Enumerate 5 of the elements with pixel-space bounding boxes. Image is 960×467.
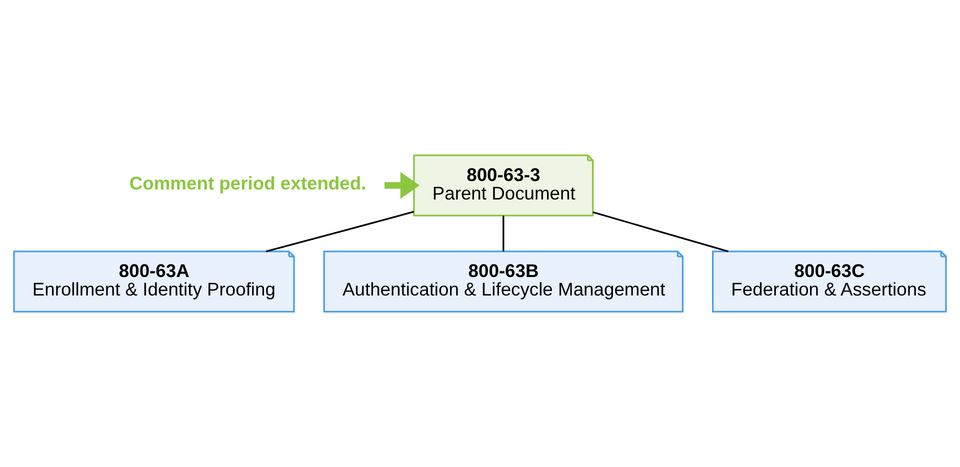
node-text: Comment period extended. bbox=[129, 172, 366, 194]
connector bbox=[592, 211, 729, 252]
connector bbox=[266, 210, 414, 252]
connector bbox=[502, 216, 504, 252]
arrow bbox=[384, 172, 420, 199]
